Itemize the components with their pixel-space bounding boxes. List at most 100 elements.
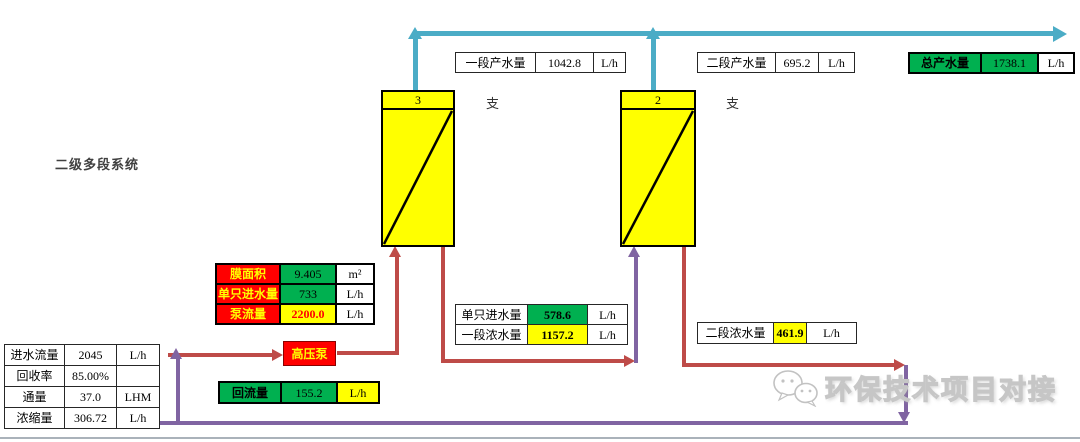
stage1-product-label: 一段产水量 bbox=[456, 53, 536, 73]
high-pressure-pump-box: 高压泵 bbox=[283, 341, 336, 366]
table-row: 单只进水量 578.6 L/h bbox=[456, 305, 628, 325]
pump-outlet-line bbox=[337, 351, 399, 355]
reflux-table: 回流量 155.2 L/h bbox=[218, 381, 380, 404]
feed-to-pump-arrow-icon bbox=[272, 349, 283, 361]
table-row: 一段浓水量 1157.2 L/h bbox=[456, 325, 628, 345]
table-row: 进水流量 2045 L/h bbox=[5, 345, 160, 366]
pump-flow-unit: L/h bbox=[337, 305, 375, 325]
stage1-concentrate-drop-line bbox=[441, 247, 445, 363]
stage1-flow-table: 单只进水量 578.6 L/h 一段浓水量 1157.2 L/h bbox=[455, 304, 628, 345]
reflux-unit: L/h bbox=[338, 383, 380, 404]
membrane-unit-2-diagonal-icon bbox=[622, 110, 694, 245]
table-row: 回收率 85.00% bbox=[5, 366, 160, 387]
stage2-product-label: 二段产水量 bbox=[698, 53, 776, 73]
unit2-single-feed-label: 单只进水量 bbox=[456, 305, 528, 325]
stage1-concentrate-cross-line bbox=[441, 359, 625, 363]
stage1-concentrate-unit: L/h bbox=[588, 325, 628, 345]
bottom-divider-line bbox=[0, 437, 1080, 439]
stage2-concentrate-value: 461.9 bbox=[774, 323, 807, 344]
feed-table: 进水流量 2045 L/h 回收率 85.00% 通量 37.0 LHM 浓缩量… bbox=[4, 344, 160, 429]
single-feed-unit: L/h bbox=[337, 285, 375, 305]
total-product-value: 1738.1 bbox=[982, 54, 1039, 74]
table-row: 浓缩量 306.72 L/h bbox=[5, 408, 160, 429]
return-down-arrow-icon bbox=[898, 412, 910, 423]
table-row: 泵流量 2200.0 L/h bbox=[217, 305, 375, 325]
table-row: 二段产水量 695.2 L/h bbox=[698, 53, 855, 73]
stage1-product-table: 一段产水量 1042.8 L/h bbox=[455, 52, 626, 73]
system-title: 二级多段系统 bbox=[55, 157, 140, 172]
feed-flow-label: 进水流量 bbox=[5, 345, 65, 366]
membrane-unit-1-count: 3 bbox=[383, 92, 453, 110]
concentrate-amount-label: 浓缩量 bbox=[5, 408, 65, 429]
single-feed-value: 733 bbox=[281, 285, 337, 305]
stage1-product-value: 1042.8 bbox=[536, 53, 594, 73]
membrane-area-unit: m² bbox=[337, 265, 375, 285]
stage2-product-unit: L/h bbox=[819, 53, 855, 73]
table-row: 二段浓水量 461.9 L/h bbox=[698, 323, 857, 344]
unit1-feed-riser-line bbox=[395, 256, 399, 355]
membrane-unit-1-suffix: 支 bbox=[486, 96, 500, 111]
recirculation-riser-line bbox=[176, 357, 180, 425]
wechat-icon bbox=[773, 369, 818, 407]
stage2-concentrate-arrow-icon bbox=[894, 359, 905, 371]
stage1-concentrate-value: 1157.2 bbox=[528, 325, 588, 345]
membrane-area-value: 9.405 bbox=[281, 265, 337, 285]
total-product-unit: L/h bbox=[1039, 54, 1075, 74]
table-row: 膜面积 9.405 m² bbox=[217, 265, 375, 285]
product-water-out-arrow-icon bbox=[1053, 26, 1067, 42]
stage2-concentrate-unit: L/h bbox=[807, 323, 857, 344]
single-feed-label: 单只进水量 bbox=[217, 285, 281, 305]
recovery-rate-label: 回收率 bbox=[5, 366, 65, 387]
total-product-label: 总产水量 bbox=[910, 54, 982, 74]
recovery-rate-value: 85.00% bbox=[65, 366, 117, 387]
unit2-single-feed-value: 578.6 bbox=[528, 305, 588, 325]
return-bottom-line bbox=[158, 421, 908, 425]
stage2-product-riser-line bbox=[651, 33, 656, 90]
unit2-single-feed-unit: L/h bbox=[588, 305, 628, 325]
reflux-label: 回流量 bbox=[220, 383, 282, 404]
table-row: 单只进水量 733 L/h bbox=[217, 285, 375, 305]
membrane-spec-table: 膜面积 9.405 m² 单只进水量 733 L/h 泵流量 2200.0 L/… bbox=[215, 263, 375, 325]
table-row: 一段产水量 1042.8 L/h bbox=[456, 53, 626, 73]
concentrate-amount-unit: L/h bbox=[117, 408, 160, 429]
membrane-unit-1: 3 bbox=[381, 90, 455, 247]
unit2-feed-riser-line bbox=[634, 256, 638, 363]
total-product-table: 总产水量 1738.1 L/h bbox=[908, 52, 1075, 74]
pump-flow-label: 泵流量 bbox=[217, 305, 281, 325]
flux-unit: LHM bbox=[117, 387, 160, 408]
concentrate-amount-value: 306.72 bbox=[65, 408, 117, 429]
stage2-concentrate-label: 二段浓水量 bbox=[698, 323, 774, 344]
stage2-product-arrow-icon bbox=[646, 27, 660, 39]
membrane-unit-2-suffix: 支 bbox=[726, 96, 740, 111]
feed-to-pump-line bbox=[168, 353, 274, 357]
table-row: 回流量 155.2 L/h bbox=[220, 383, 380, 404]
stage2-concentrate-drop-line bbox=[682, 247, 686, 367]
stage2-concentrate-table: 二段浓水量 461.9 L/h bbox=[697, 322, 857, 344]
membrane-unit-2: 2 bbox=[620, 90, 696, 247]
stage2-product-table: 二段产水量 695.2 L/h bbox=[697, 52, 855, 73]
product-water-header-line bbox=[413, 31, 1055, 36]
table-row: 通量 37.0 LHM bbox=[5, 387, 160, 408]
unit2-feed-arrow-icon bbox=[628, 246, 640, 257]
recirculation-arrow-icon bbox=[170, 348, 182, 359]
membrane-unit-2-body bbox=[622, 110, 694, 245]
recovery-rate-unit bbox=[117, 366, 160, 387]
stage1-concentrate-label: 一段浓水量 bbox=[456, 325, 528, 345]
feed-flow-value: 2045 bbox=[65, 345, 117, 366]
unit1-feed-arrow-icon bbox=[389, 246, 401, 257]
pump-flow-value: 2200.0 bbox=[281, 305, 337, 325]
return-downcomer-line bbox=[904, 365, 908, 413]
membrane-unit-2-count: 2 bbox=[622, 92, 694, 110]
stage1-product-unit: L/h bbox=[594, 53, 626, 73]
watermark: 环保技术项目对接 bbox=[772, 368, 1057, 407]
stage1-product-riser-line bbox=[413, 33, 418, 90]
membrane-unit-1-body bbox=[383, 110, 453, 245]
flux-label: 通量 bbox=[5, 387, 65, 408]
table-row: 总产水量 1738.1 L/h bbox=[910, 54, 1075, 74]
reflux-value: 155.2 bbox=[282, 383, 338, 404]
stage1-product-arrow-icon bbox=[408, 27, 422, 39]
flux-value: 37.0 bbox=[65, 387, 117, 408]
stage2-product-value: 695.2 bbox=[776, 53, 819, 73]
watermark-text: 环保技术项目对接 bbox=[824, 374, 1057, 405]
